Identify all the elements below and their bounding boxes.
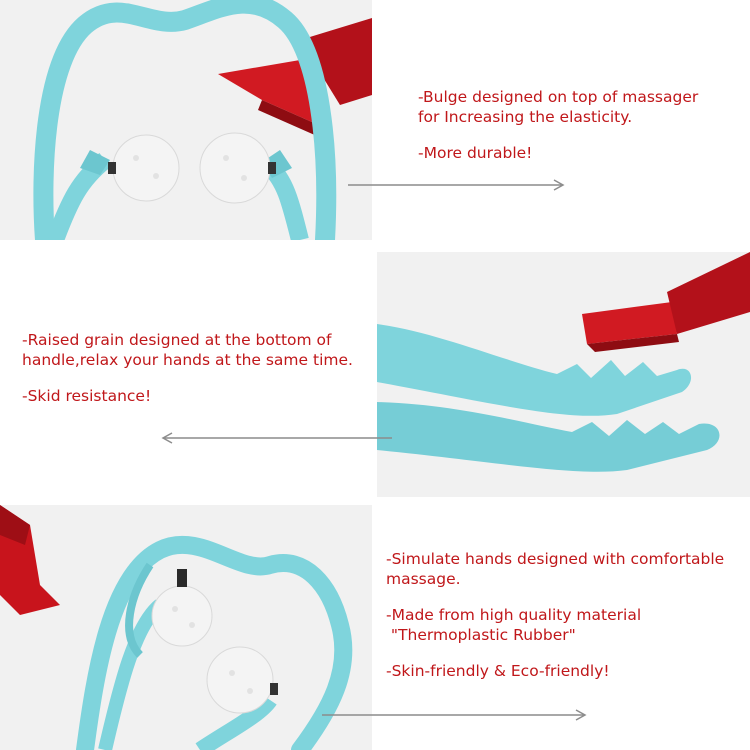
- feature-line: "Thermoplastic Rubber": [386, 626, 576, 644]
- feature-line: handle,relax your hands at the same time…: [22, 351, 353, 369]
- feature-line: -Made from high quality material: [386, 606, 642, 624]
- massager-top-photo: [0, 0, 372, 240]
- massage-ball-icon: [151, 569, 278, 714]
- massage-ball-icon: [108, 132, 276, 204]
- massager-balls-photo: [0, 505, 372, 750]
- feature-text-bulge: -Bulge designed on top of massager for I…: [418, 87, 698, 179]
- feature-note: -Skin-friendly & Eco-friendly!: [386, 662, 610, 680]
- neck-massager-photo: [33, 0, 372, 240]
- feature-line: -Raised grain designed at the bottom of: [22, 331, 332, 349]
- feature-line: massage.: [386, 570, 461, 588]
- feature-note: -More durable!: [418, 144, 533, 162]
- feature-line: for Increasing the elasticity.: [418, 108, 633, 126]
- arrow-left-icon: [161, 432, 392, 444]
- ribbon-icon: [218, 18, 372, 140]
- ribbon-icon: [582, 252, 750, 352]
- neck-massager-photo: [377, 252, 750, 472]
- massager-handle-photo: [377, 252, 750, 497]
- feature-text-grain: -Raised grain designed at the bottom of …: [22, 330, 353, 422]
- arrow-right-icon: [322, 709, 587, 721]
- neck-massager-photo: [0, 505, 353, 750]
- feature-line: -Bulge designed on top of massager: [418, 88, 699, 106]
- feature-text-hands: -Simulate hands designed with comfortabl…: [386, 549, 724, 697]
- ribbon-icon: [0, 505, 60, 615]
- feature-note: -Skid resistance!: [22, 387, 152, 405]
- arrow-right-icon: [348, 179, 565, 191]
- feature-line: -Simulate hands designed with comfortabl…: [386, 550, 725, 568]
